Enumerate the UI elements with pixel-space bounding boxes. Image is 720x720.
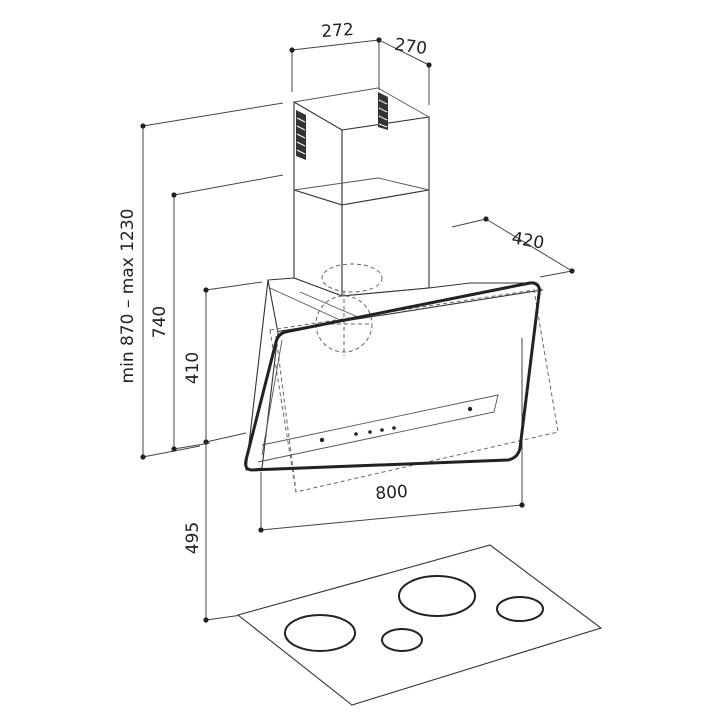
canopy-top — [267, 277, 544, 334]
chimney-front-lower — [341, 189, 430, 297]
control-dot — [392, 426, 396, 430]
burner-small-center — [381, 628, 423, 652]
label-canopy-depth: 420 — [510, 228, 545, 253]
dim-chimney-width: 272 — [289, 20, 382, 92]
canopy-outline — [269, 289, 559, 493]
control-panel — [319, 406, 473, 443]
glass-panel — [244, 281, 541, 472]
dim-canopy-height: 410 — [183, 281, 263, 445]
dim-hob-distance: 495 — [183, 442, 243, 623]
control-dot — [467, 406, 473, 412]
control-dot — [319, 437, 325, 443]
dim-total-height: min 870 – max 1230 — [118, 102, 284, 460]
dim-canopy-width: 800 — [258, 338, 525, 533]
control-dot — [354, 432, 358, 436]
burner-large-right — [398, 575, 476, 617]
vent-slots-right — [378, 92, 388, 130]
burner-large-left — [284, 614, 356, 652]
label-height-740: 740 — [150, 306, 170, 338]
exhaust-outlet-top — [321, 263, 383, 293]
label-total-height: min 870 – max 1230 — [118, 209, 138, 384]
control-dot — [380, 428, 384, 432]
label-canopy-width: 800 — [375, 482, 409, 504]
dim-height-740: 740 — [150, 174, 284, 452]
label-canopy-height: 410 — [183, 352, 203, 384]
label-hob-distance: 495 — [183, 522, 203, 554]
dim-chimney-depth: 270 — [378, 35, 432, 105]
label-chimney-width: 272 — [321, 20, 355, 42]
dim-canopy-depth: 420 — [451, 216, 575, 278]
cooktop — [236, 544, 603, 706]
chimney — [293, 87, 430, 297]
chimney-left-lower — [293, 189, 343, 297]
burner-small-right — [496, 596, 544, 622]
cooktop-surface — [236, 544, 603, 706]
label-chimney-depth: 270 — [393, 35, 428, 59]
control-dot — [368, 430, 372, 434]
vent-slots-left — [296, 110, 306, 160]
